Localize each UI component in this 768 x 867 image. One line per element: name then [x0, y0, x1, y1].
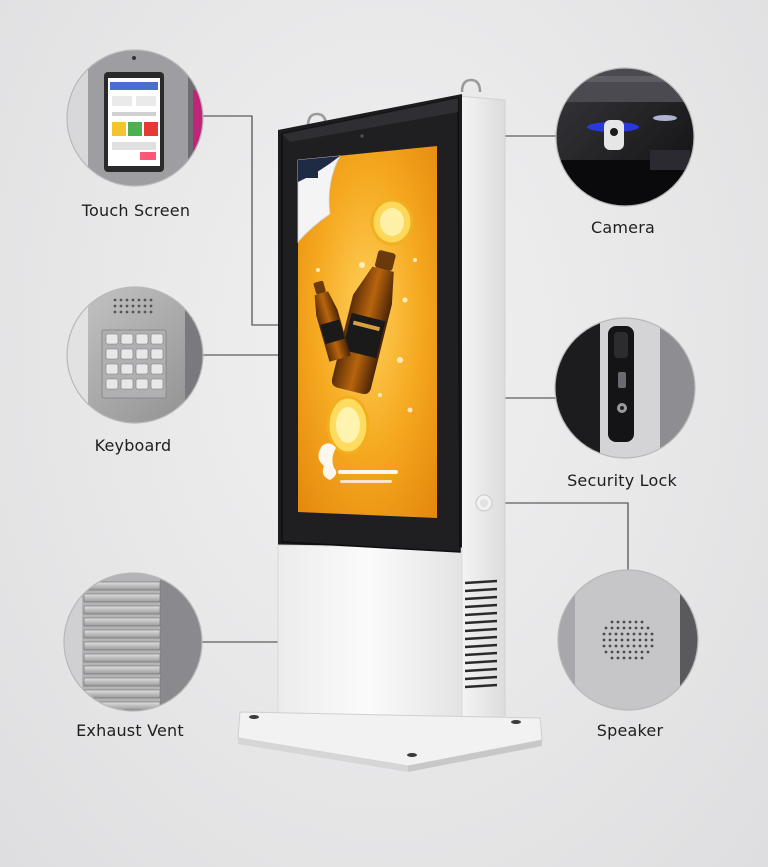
security-lock-label: Security Lock	[567, 471, 677, 490]
speaker-detail	[557, 569, 699, 711]
side-exhaust-vent	[464, 579, 498, 689]
exhaust-vent-label: Exhaust Vent	[76, 721, 184, 740]
security-lock-detail	[554, 317, 696, 459]
kiosk-base-plate	[237, 711, 543, 767]
touch-screen-detail	[66, 49, 204, 187]
speaker-connector	[492, 502, 629, 570]
lifting-hook-left	[306, 112, 328, 127]
camera-label: Camera	[591, 218, 655, 237]
exhaust-vent-detail	[63, 572, 203, 712]
juice-bottle-main	[331, 250, 396, 395]
speaker-grille-holes	[602, 620, 654, 660]
juice-bottle-small	[313, 280, 351, 362]
display-calligraphy	[318, 443, 398, 483]
lifting-hook-right	[460, 78, 482, 93]
touch-screen-label: Touch Screen	[81, 201, 191, 220]
outdoor-kiosk	[237, 78, 543, 772]
speaker-label: Speaker	[596, 721, 664, 740]
touch-screen-connector	[203, 115, 282, 326]
keyboard-label: Keyboard	[94, 436, 172, 455]
bezel-camera-dot	[360, 134, 364, 138]
keyboard-detail	[66, 286, 204, 424]
camera-detail	[555, 67, 695, 207]
